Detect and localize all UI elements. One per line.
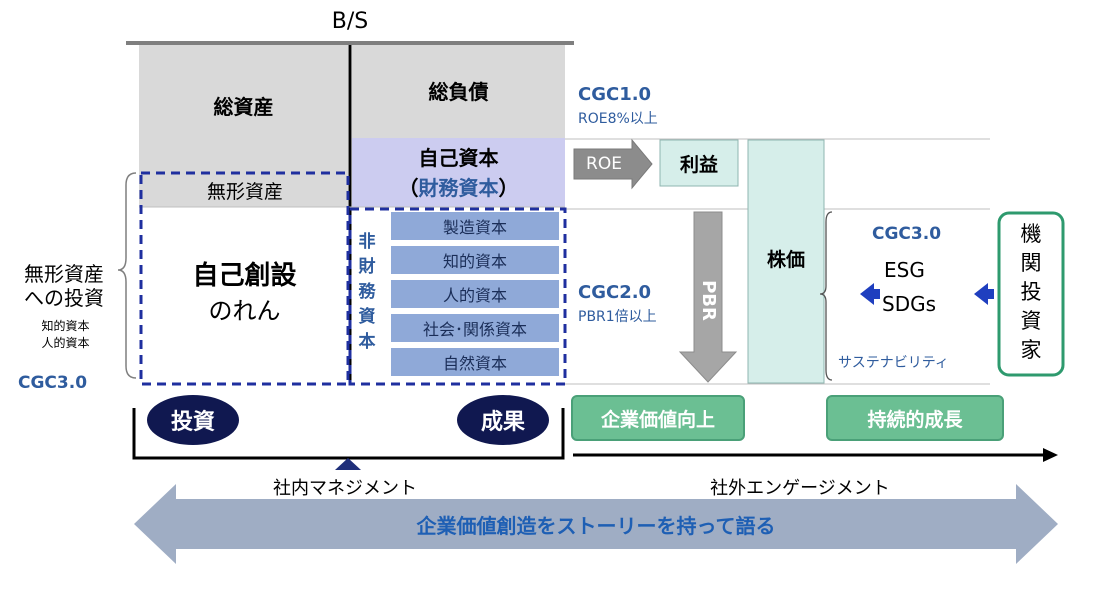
intangible-assets-label: 無形資産 [206,180,283,203]
total-assets-block [139,45,348,173]
sdgs-label: SDGs [882,292,937,316]
investment-oval: 投資 [147,395,239,445]
capital-intellectual: 知的資本 [391,246,559,274]
total-assets-label: 総資産 [213,94,274,119]
internal-management-label: 社内マネジメント [273,478,417,499]
enterprise-value-up-box: 企業価値向上 [571,395,745,441]
cgc2-title: CGC2.0 [578,282,652,303]
capital-manufacturing: 製造資本 [391,212,559,240]
internal-bracket [132,408,565,460]
roe-arrow [573,138,653,190]
roe-arrow-label: ROE [586,154,622,174]
capital-natural: 自然資本 [391,348,559,376]
equity-label: 自己資本 [418,145,499,170]
right-cgc3: CGC3.0 [872,224,942,244]
capital-human: 人的資本 [391,280,559,308]
right-brace [819,211,833,381]
goodwill-title: 自己創設 [192,260,297,291]
nonfinancial-label: 非 財 務 資 本 [358,232,376,352]
cgc2-sub: PBR1倍以上 [578,309,657,325]
esg-label: ESG [884,258,925,282]
stock-price-box [747,139,825,384]
pbr-arrow-label: PBR [697,279,719,321]
equity-financial-capital: （財務資本） [352,171,565,201]
institutional-investors-label: 機 関 投 資 家 [1020,222,1042,362]
left-intangible-investment: 無形資産 への投資 [24,262,104,310]
capital-social: 社会･関係資本 [391,314,559,342]
esg-arrow [860,283,880,305]
profit-box [659,139,739,187]
bs-title: B/S [331,8,369,34]
total-liabilities-label: 総負債 [428,79,489,104]
investors-box [997,211,1065,377]
equity-block [352,138,565,207]
bracket-pointer [335,458,361,470]
sdgs-arrow [974,283,994,305]
stock-price-label: 株価 [766,248,805,271]
total-liabilities-block [352,45,565,138]
cgc1-sub: ROE8%以上 [578,111,658,127]
nonfinancial-dashed-box [348,207,567,386]
profit-label: 利益 [679,153,718,176]
sustainable-growth-box: 持続的成長 [826,395,1004,441]
financial-capital-label: 財務資本 [418,175,499,200]
pbr-arrow [678,211,738,383]
story-banner-shape [134,484,1058,564]
left-brace [117,172,137,379]
cgc1-title: CGC1.0 [578,84,652,105]
left-cgc3: CGC3.0 [18,373,88,393]
sustainability-label: サステナビリティ [838,355,949,371]
results-oval: 成果 [457,395,549,445]
intangible-assets-block [139,173,348,207]
bs-top-bar [126,41,574,45]
story-banner-label: 企業価値創造をストーリーを持って語る [416,513,776,538]
goodwill-subtitle: のれん [208,296,281,325]
external-engagement-label: 社外エンゲージメント [710,478,890,499]
external-arrow-head [1043,448,1058,462]
left-capitals: 知的資本 人的資本 [41,319,90,350]
